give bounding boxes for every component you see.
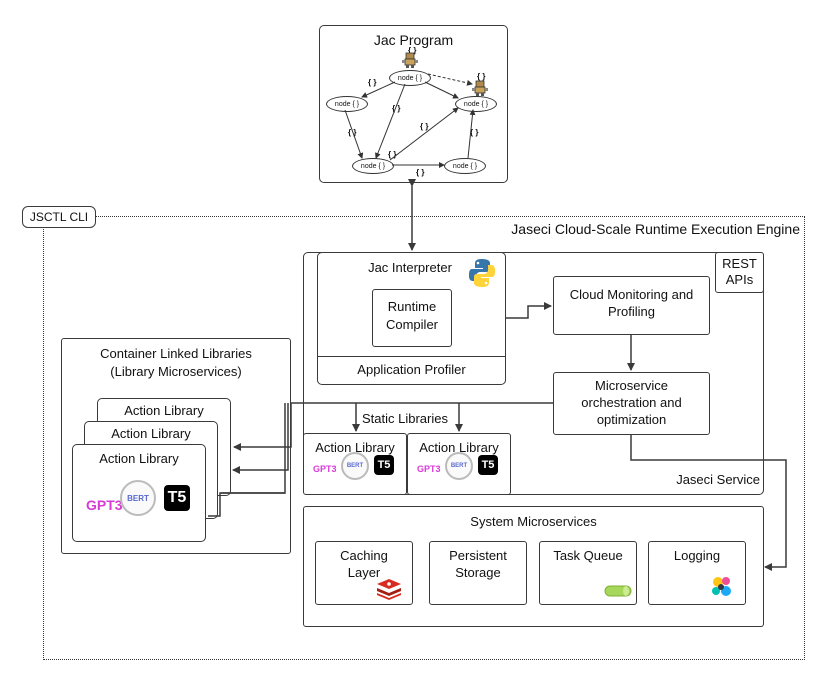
gpt3-logo: GPT3 [313,464,337,474]
walker-robot-icon [472,80,488,96]
bert-logo: BERT [445,452,473,480]
t5-logo: T5 [164,485,190,511]
orchestration-label: Microservice orchestration and optimizat… [581,378,682,427]
task-queue-icon [604,585,632,597]
action-library-label: Action Library [315,440,395,455]
action-library-label: Action Library [99,451,179,466]
gpt3-logo: GPT3 [86,497,123,513]
edge-label: { } [348,128,357,137]
engine-title: Jaseci Cloud-Scale Runtime Execution Eng… [511,221,800,237]
service-label: Caching Layer [340,548,388,580]
runtime-compiler-label: Runtime Compiler [385,299,438,333]
container-libraries-title: Container Linked Libraries (Library Micr… [100,346,252,379]
edge-label: { } [392,104,401,113]
edge-label: { } [416,168,425,177]
graph-node-label: node { } [452,162,478,170]
edge-label: { } [388,150,397,159]
application-profiler-label: Application Profiler [357,362,466,377]
runtime-compiler-box: Runtime Compiler [372,289,452,347]
graph-node-bottom-left: node { } [352,158,394,174]
system-microservices-title: System Microservices [470,514,597,529]
graph-node-bottom-right: node { } [444,158,486,174]
t5-logo: T5 [478,455,498,475]
action-library-label: Action Library [124,403,204,418]
walker-robot-icon [402,52,418,68]
redis-icon [377,579,401,600]
action-library-label: Action Library [111,426,191,441]
orchestration-box: Microservice orchestration and optimizat… [553,372,710,435]
bert-logo: BERT [120,480,156,516]
python-logo-icon [469,259,495,287]
service-label: Persistent Storage [449,548,507,580]
caching-layer-box: Caching Layer [315,541,413,605]
engine-frame [43,216,805,660]
jsctl-cli-label: JSCTL CLI [29,210,89,224]
jaseci-service-label: Jaseci Service [676,472,760,487]
elastic-logo-icon [712,577,731,596]
walker-label: { } [477,72,486,81]
edge-label: { } [368,78,377,87]
graph-node-label: node { } [360,162,386,170]
rest-apis-box[interactable]: REST APIs [715,252,764,293]
rest-apis-label: REST APIs [722,256,757,288]
graph-node-label: node { } [397,74,423,82]
edge-label: { } [470,128,479,137]
graph-node-right: node { } [455,96,497,112]
bert-logo: BERT [341,452,369,480]
service-label: Logging [673,548,721,563]
jac-program-title: Jac Program [373,32,454,48]
static-libraries-label: Static Libraries [362,411,448,426]
jsctl-cli-badge[interactable]: JSCTL CLI [22,206,96,228]
gpt3-logo: GPT3 [417,464,441,474]
t5-logo: T5 [374,455,394,475]
cloud-monitoring-box: Cloud Monitoring and Profiling [553,276,710,335]
service-label: Task Queue [553,548,623,563]
graph-node-left: node { } [326,96,368,112]
cloud-monitoring-label: Cloud Monitoring and Profiling [569,287,694,319]
graph-node-label: node { } [334,100,360,108]
persistent-storage-box: Persistent Storage [429,541,527,605]
edge-label: { } [420,122,429,131]
graph-node-top: node { } [389,70,431,86]
walker-label: { } [408,46,417,55]
action-library-label: Action Library [419,440,499,455]
graph-node-label: node { } [463,100,489,108]
interpreter-divider [318,356,505,357]
logging-box: Logging [648,541,746,605]
jac-interpreter-title: Jac Interpreter [368,260,452,275]
